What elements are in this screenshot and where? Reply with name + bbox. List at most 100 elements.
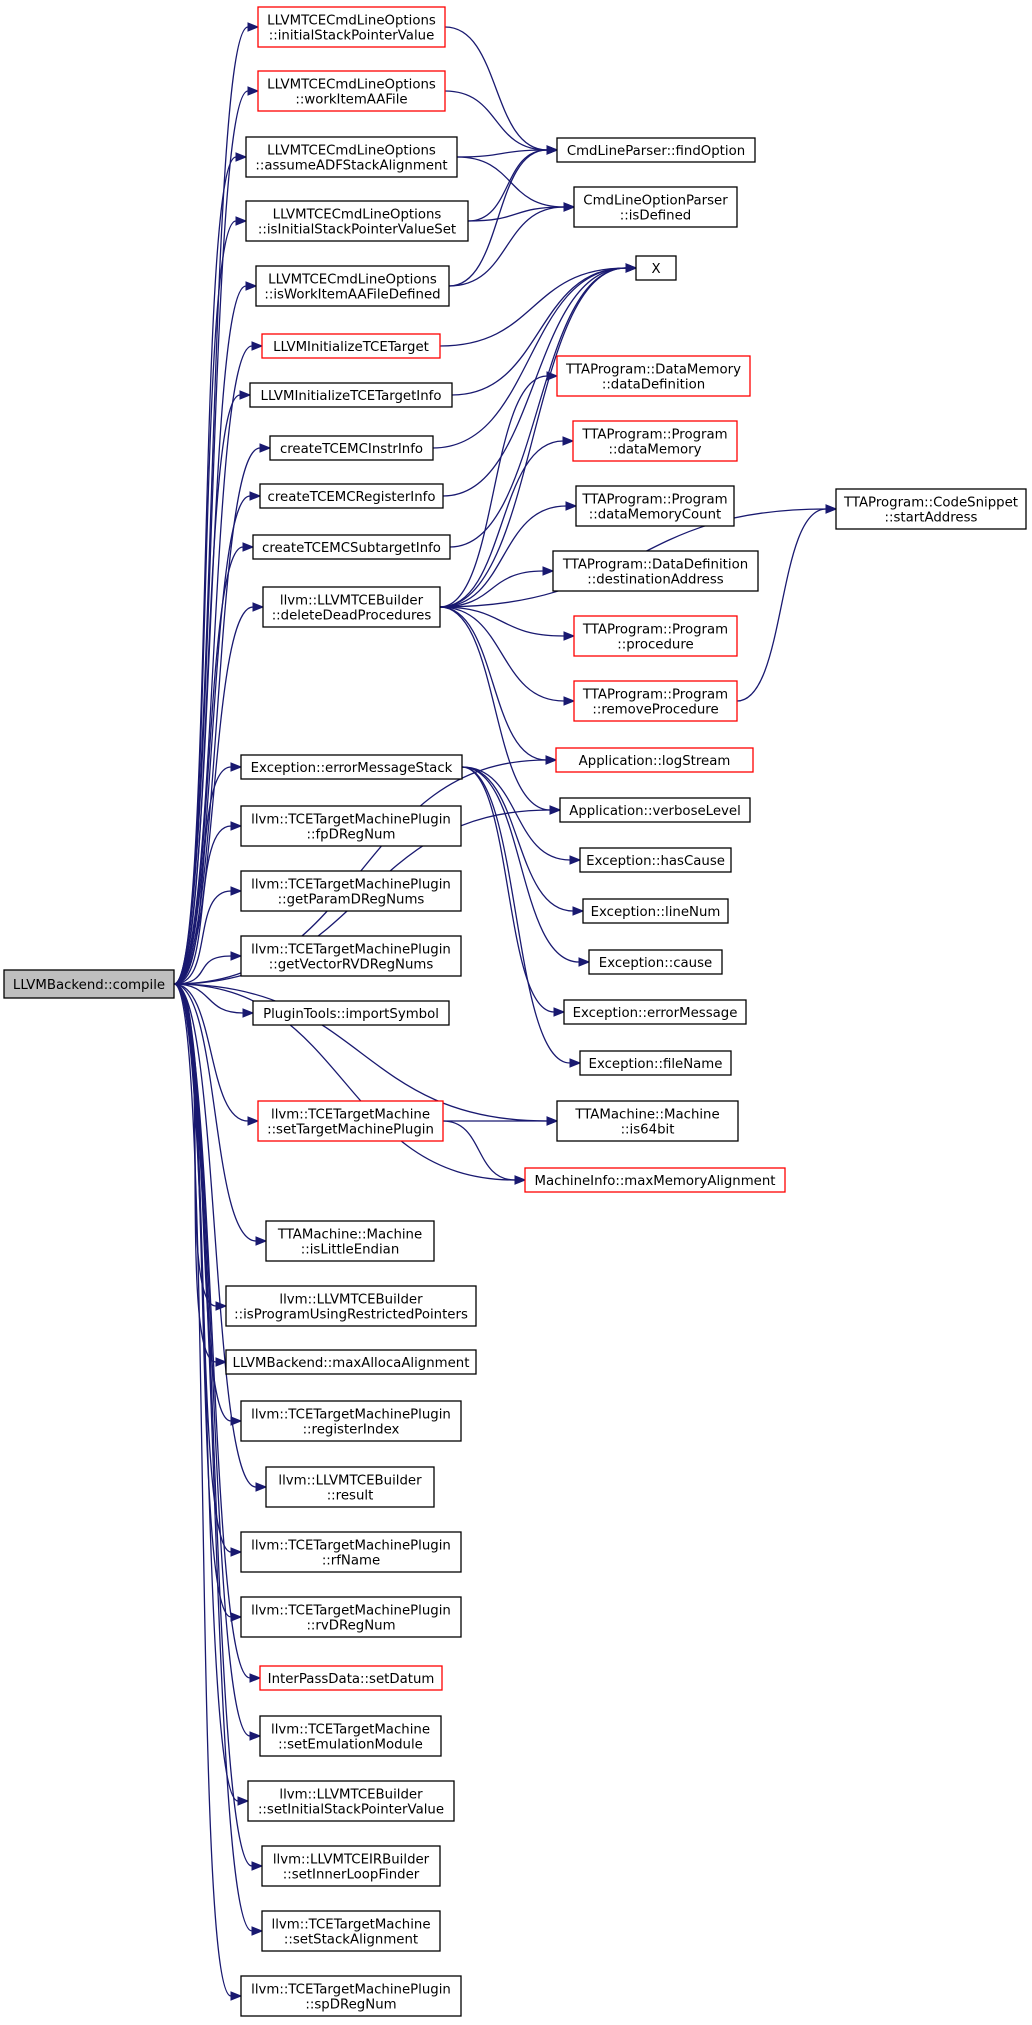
node-cmdlineparser-findoption[interactable]: CmdLineParser::findOption [556,137,756,163]
node-x[interactable]: X [635,255,677,281]
node-llvm-tcetargetmachine-setemulationmodule[interactable]: llvm::TCETargetMachine::setEmulationModu… [259,1715,442,1757]
node-ttaprogram-program-datamemorycount[interactable]: TTAProgram::Program::dataMemoryCount [575,485,735,527]
edge-line [173,606,254,985]
edge-line [439,606,565,702]
arrowhead [562,436,575,446]
node-llvm-tcetargetmachineplugin-rfname[interactable]: llvm::TCETargetMachinePlugin::rfName [240,1531,462,1573]
node-llvminitializetcetargetinfo[interactable]: LLVMInitializeTCETargetInfo [249,382,453,408]
node-llvmtcecmdlineoptions-isinitialstackpointervalueset[interactable]: LLVMTCECmdLineOptions::isInitialStackPoi… [245,200,469,242]
node-box [575,485,735,527]
node-llvm-tcetargetmachineplugin-spdregnum[interactable]: llvm::TCETargetMachinePlugin::spDRegNum [240,1975,462,2017]
node-label-line: Application::verboseLevel [569,804,741,819]
arrowhead [251,1926,264,1936]
node-llvmtcecmdlineoptions-initialstackpointervalue[interactable]: LLVMTCECmdLineOptions::initialStackPoint… [257,6,446,48]
node-llvm-llvmtcebuilder-result[interactable]: llvm::LLVMTCEBuilder::result [265,1466,435,1508]
node-label-line: llvm::TCETargetMachine [271,1108,430,1123]
node-application-verboselevel[interactable]: Application::verboseLevel [559,797,751,823]
node-label-line: ::setTargetMachinePlugin [267,1123,434,1138]
node-exception-errormessage[interactable]: Exception::errorMessage [563,999,747,1025]
node-label-line: llvm::TCETargetMachinePlugin [251,1983,451,1998]
node-label-line: llvm::TCETargetMachinePlugin [251,1408,451,1423]
node-ttaprogram-datamemory-datadefinition[interactable]: TTAProgram::DataMemory::dataDefinition [556,355,751,397]
node-box [261,1845,441,1887]
arrowhead [569,855,582,865]
node-createtcemcsubtargetinfo[interactable]: createTCEMCSubtargetInfo [252,534,451,560]
node-label-line: llvm::LLVMTCEBuilder [278,1474,422,1489]
node-llvmtcecmdlineoptions-isworkitemaafiledefined[interactable]: LLVMTCECmdLineOptions::isWorkItemAAFileD… [255,265,450,307]
node-ttaprogram-codesnippet-startaddress[interactable]: TTAProgram::CodeSnippet::startAddress [835,488,1027,530]
edge-n11-to-m9 [439,606,576,706]
node-box [245,136,458,178]
node-llvm-tcetargetmachine-setstackalignment[interactable]: llvm::TCETargetMachine::setStackAlignmen… [261,1910,441,1952]
edge-line [449,267,627,548]
node-label-line: LLVMTCECmdLineOptions [267,78,436,93]
node-llvm-tcetargetmachineplugin-getparamdregnums[interactable]: llvm::TCETargetMachinePlugin::getParamDR… [240,870,462,912]
node-label-line: X [651,262,660,277]
node-label-line: ::fpDRegNum [307,828,396,843]
node-llvmtcecmdlineoptions-assumeadfstackalignment[interactable]: LLVMTCECmdLineOptions::assumeADFStackAli… [245,136,458,178]
node-label-line: ::setStackAlignment [284,1933,418,1948]
node-createtcemcregisterinfo[interactable]: createTCEMCRegisterInfo [259,483,444,509]
node-interpassdata-setdatum[interactable]: InterPassData::setDatum [259,1665,443,1691]
node-ttaprogram-datadefinition-destinationaddress[interactable]: TTAProgram::DataDefinition::destinationA… [552,550,759,592]
node-exception-linenum[interactable]: Exception::lineNum [582,898,729,924]
node-llvm-tcetargetmachineplugin-fpdregnum[interactable]: llvm::TCETargetMachinePlugin::fpDRegNum [240,805,462,847]
node-label-line: TTAProgram::DataMemory [565,363,741,378]
node-exception-filename[interactable]: Exception::fileName [579,1050,732,1076]
node-box [555,747,754,773]
node-label-line: createTCEMCSubtargetInfo [262,541,441,556]
node-llvmbackend-maxallocaalignment[interactable]: LLVMBackend::maxAllocaAlignment [225,1349,477,1375]
edge-n11-to-m6 [439,501,578,608]
node-llvminitializetcetarget[interactable]: LLVMInitializeTCETarget [261,333,441,359]
arrowhead [230,1991,243,2001]
node-llvm-llvmtcebuilder-isprogramusingrestrictedpointers[interactable]: llvm::LLVMTCEBuilder::isProgramUsingRest… [225,1285,477,1327]
node-label-line: Exception::lineNum [591,905,721,920]
arrowhead [230,951,243,961]
edge-line [442,267,627,497]
node-exception-errormessagestack[interactable]: Exception::errorMessageStack [240,754,463,780]
node-createtcemcinstrinfo[interactable]: createTCEMCInstrInfo [269,435,434,461]
node-llvmbackend-compile[interactable]: LLVMBackend::compile [3,969,175,999]
node-llvm-llvmtcebuilder-setinitialstackpointervalue[interactable]: llvm::LLVMTCEBuilder::setInitialStackPoi… [247,1780,455,1822]
node-label-line: Exception::errorMessage [573,1006,738,1021]
node-application-logstream[interactable]: Application::logStream [555,747,754,773]
node-label-line: ::deleteDeadProcedures [272,609,432,624]
node-llvm-llvmtceirbuilder-setinnerloopfinder[interactable]: llvm::LLVMTCEIRBuilder::setInnerLoopFind… [261,1845,441,1887]
arrowhead [563,202,576,212]
node-box [588,949,723,975]
node-box [225,1349,477,1375]
node-box [259,1715,442,1757]
node-box [252,1000,450,1026]
node-plugintools-importsymbol[interactable]: PluginTools::importSymbol [252,1000,450,1026]
node-llvm-tcetargetmachineplugin-getvectorrvdregnums[interactable]: llvm::TCETargetMachinePlugin::getVectorR… [240,935,462,977]
node-ttamachine-machine-islittleendian[interactable]: TTAMachine::Machine::isLittleEndian [265,1220,435,1262]
node-machineinfo-maxmemoryalignment[interactable]: MachineInfo::maxMemoryAlignment [524,1167,786,1193]
arrowhead [252,602,265,612]
node-llvm-tcetargetmachineplugin-rvdregnum[interactable]: llvm::TCETargetMachinePlugin::rvDRegNum [240,1596,462,1638]
node-ttamachine-machine-is64bit[interactable]: TTAMachine::Machine::is64bit [556,1100,739,1142]
node-box [269,435,434,461]
node-exception-cause[interactable]: Exception::cause [588,949,723,975]
node-exception-hascause[interactable]: Exception::hasCause [579,847,732,873]
node-llvm-llvmtcebuilder-deletedeadprocedures[interactable]: llvm::LLVMTCEBuilder::deleteDeadProcedur… [262,586,441,628]
node-cmdlineoptionparser-isdefined[interactable]: CmdLineOptionParser::isDefined [573,186,738,228]
arrowhead [546,145,559,155]
arrowhead [563,631,576,641]
node-label-line: ::isProgramUsingRestrictedPointers [234,1308,468,1323]
edge-n11-to-m4 [439,371,559,608]
node-ttaprogram-program-datamemory[interactable]: TTAProgram::Program::dataMemory [572,420,738,462]
node-label-line: ::setEmulationModule [278,1738,423,1753]
node-ttaprogram-program-removeprocedure[interactable]: TTAProgram::Program::removeProcedure [573,680,738,722]
node-ttaprogram-program-procedure[interactable]: TTAProgram::Program::procedure [573,615,738,657]
node-llvm-tcetargetmachineplugin-registerindex[interactable]: llvm::TCETargetMachinePlugin::registerIn… [240,1400,462,1442]
edge-root-to-n16 [173,983,255,1018]
node-label-line: ::dataMemory [609,443,702,458]
node-box [556,355,751,397]
node-llvmtcecmdlineoptions-workitemaafile[interactable]: LLVMTCECmdLineOptions::workItemAAFile [257,70,446,112]
edge-n12-to-m12 [461,766,582,865]
node-llvm-tcetargetmachine-settargetmachineplugin[interactable]: llvm::TCETargetMachine::setTargetMachine… [257,1100,444,1142]
node-label-line: TTAProgram::Program [582,688,728,703]
arrowhead [251,1861,264,1871]
arrowhead [230,762,243,772]
node-label-line: TTAProgram::DataDefinition [562,558,748,573]
